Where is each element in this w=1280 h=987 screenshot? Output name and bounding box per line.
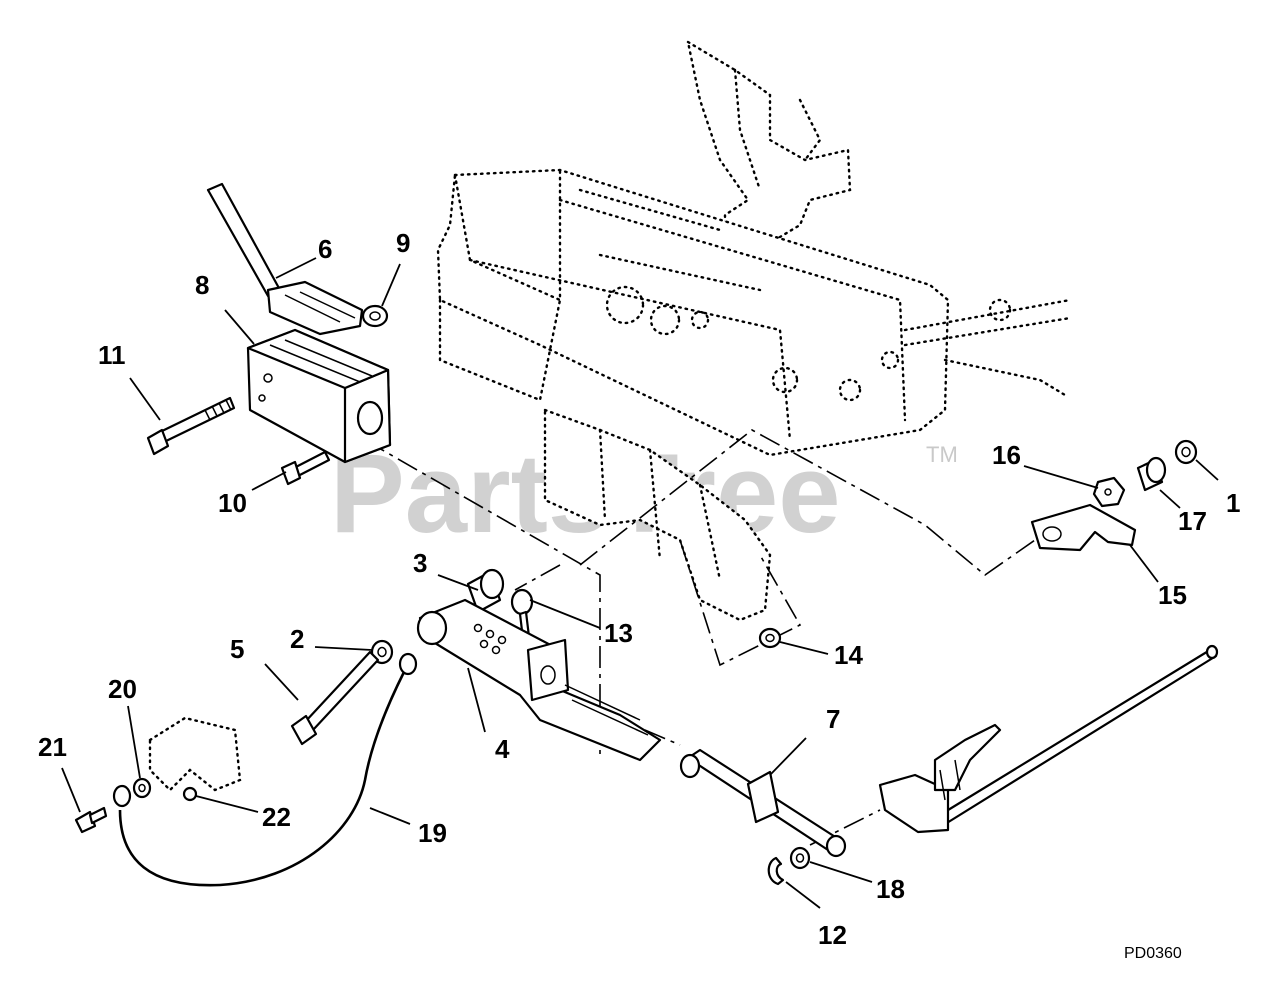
callout-12[interactable]: 12	[818, 920, 847, 950]
callout-3[interactable]: 3	[413, 548, 427, 578]
callout-7[interactable]: 7	[826, 704, 840, 734]
callout-5[interactable]: 5	[230, 634, 244, 664]
watermark-trademark: TM	[926, 442, 958, 467]
part-7-shaft[interactable]	[679, 748, 847, 858]
callout-8[interactable]: 8	[195, 270, 209, 300]
callout-6[interactable]: 6	[318, 234, 332, 264]
callout-20[interactable]: 20	[108, 674, 137, 704]
callout-16[interactable]: 16	[992, 440, 1021, 470]
callout-14[interactable]: 14	[834, 640, 863, 670]
part-3-bushing[interactable]	[466, 568, 505, 614]
part-1-nut[interactable]	[1174, 439, 1198, 465]
part-12-clip[interactable]	[767, 856, 785, 886]
part-17-bushing[interactable]	[1136, 456, 1167, 492]
callout-22[interactable]: 22	[262, 802, 291, 832]
callout-17[interactable]: 17	[1178, 506, 1207, 536]
part-20-washer[interactable]	[132, 777, 152, 799]
part-21-screw[interactable]	[74, 806, 108, 834]
part-6-lever[interactable]	[206, 182, 364, 336]
callout-9[interactable]: 9	[396, 228, 410, 258]
part-10-screw[interactable]	[280, 450, 331, 486]
callout-4[interactable]: 4	[495, 734, 510, 764]
ground-bracket	[148, 716, 242, 792]
callout-1[interactable]: 1	[1226, 488, 1240, 518]
callout-10[interactable]: 10	[218, 488, 247, 518]
part-5-bolt[interactable]	[290, 650, 380, 746]
callout-21[interactable]: 21	[38, 732, 67, 762]
callout-18[interactable]: 18	[876, 874, 905, 904]
drawing-code: PD0360	[1124, 945, 1182, 962]
callout-13[interactable]: 13	[604, 618, 633, 648]
part-19-cable[interactable]	[112, 652, 418, 887]
callout-19[interactable]: 19	[418, 818, 447, 848]
part-15-link[interactable]	[1030, 503, 1137, 552]
part-18-washer[interactable]	[789, 846, 811, 870]
lift-rod	[878, 644, 1219, 834]
callout-15[interactable]: 15	[1158, 580, 1187, 610]
part-9-nut[interactable]	[361, 304, 389, 328]
part-22-nut[interactable]	[182, 786, 198, 802]
callout-2[interactable]: 2	[290, 624, 304, 654]
part-14-bushing[interactable]	[758, 627, 782, 649]
leader-lines	[61, 257, 1219, 909]
callout-11[interactable]: 11	[98, 340, 126, 370]
part-11-bolt[interactable]	[146, 396, 236, 456]
mower-frame	[436, 39, 1072, 622]
part-4-pivot-arm[interactable]	[416, 598, 662, 762]
callouts: 1 2 3 4 5 6 7 8 9 10 11 12 13 14 15 16 1…	[38, 228, 1240, 950]
part-8-housing[interactable]	[246, 328, 392, 464]
part-16-nut[interactable]	[1092, 476, 1126, 508]
